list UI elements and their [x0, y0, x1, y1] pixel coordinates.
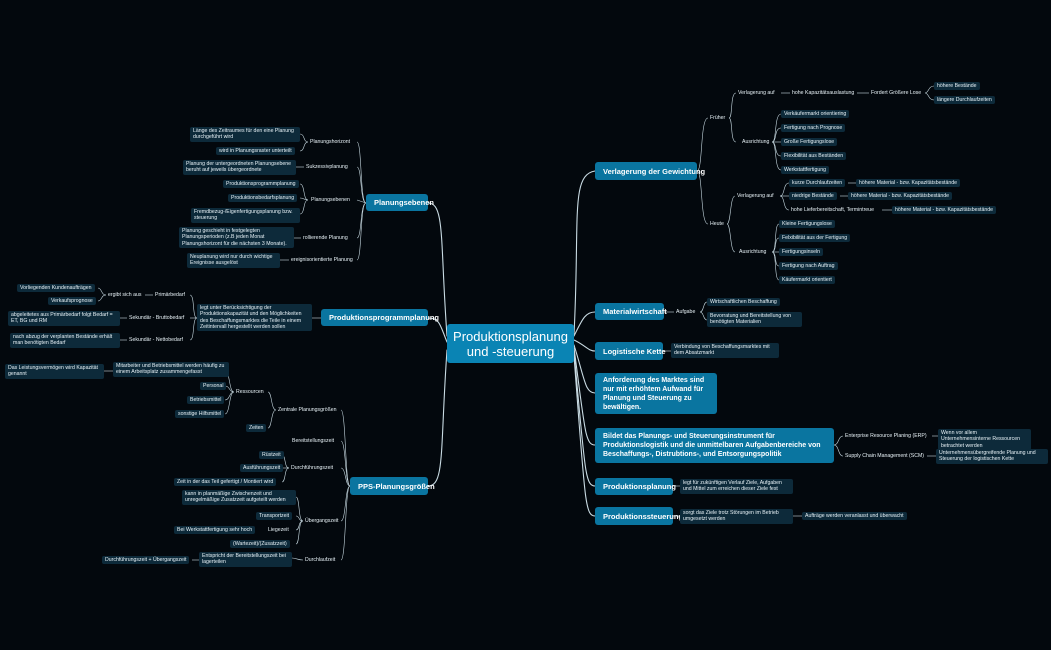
note-hoehere-bestaende[interactable]: höhere Bestände	[934, 82, 980, 91]
note-produktionssteuerung[interactable]: sorgt das Ziele trotz Störungen im Betri…	[680, 509, 793, 524]
note-pe-3[interactable]: Fremdbezug-/Eigenfertigungsplanung bzw. …	[191, 208, 300, 223]
note-hilfsmittel[interactable]: sonstige Hilfsmittel	[175, 410, 225, 419]
note-heute-1[interactable]: Kleine Fertigungslose	[779, 220, 835, 229]
branch-bildet[interactable]: Bildet das Planungs- und Steuerungsinstr…	[595, 428, 834, 463]
note-produktionsplanung[interactable]: legt für zukünftigen Verlauf Ziele, Aufg…	[680, 479, 793, 494]
label-ausrichtung-frueher[interactable]: Ausrichtung	[742, 139, 770, 145]
note-leistungsvermoegen[interactable]: Das Leistungsvermögen wird Kapazität gen…	[5, 364, 104, 379]
note-erp[interactable]: Wenn vor allem Unternehmensinterne Resso…	[938, 429, 1031, 450]
note-ausfuehrungszeit[interactable]: Ausführungszeit	[240, 464, 284, 473]
note-frueher-3[interactable]: Große Fertigungslose	[781, 138, 838, 147]
label-bereitstellungszeit[interactable]: Bereitstellungszeit	[292, 438, 335, 444]
note-programmplanung[interactable]: legt unter Berücksichtigung der Produkti…	[197, 304, 312, 332]
note-niedrige-bestaende[interactable]: niedrige Bestände	[789, 192, 837, 201]
branch-produktionsplanung[interactable]: Produktionsplanung	[595, 478, 676, 495]
label-planungsebenen[interactable]: Planungsebenen	[311, 197, 350, 203]
note-frueher-4[interactable]: Flexibilität aus Beständen	[781, 152, 847, 161]
note-sukzessiv[interactable]: Planung der untergeordneten Planungseben…	[183, 160, 296, 175]
branch-materialwirtschaft[interactable]: Materialwirtschaft	[595, 303, 667, 320]
label-hohe-kapazitaetsauslastung[interactable]: hohe Kapazitätsauslastung	[792, 90, 855, 96]
note-logistische-kette[interactable]: Verbindung von Beschaffungsmarktes mit d…	[671, 343, 779, 358]
note-scm[interactable]: Unternehmensübergreifende Planung und St…	[936, 449, 1048, 464]
branch-produktionsprogrammplanung[interactable]: Produktionsprogrammplanung	[321, 309, 439, 326]
label-hohe-lieferbereitschaft[interactable]: hohe Lieferbereitschaft, Termintreue	[791, 207, 874, 213]
note-wirtschaftliche-beschaffung[interactable]: Wirtschaftlichen Beschaffung	[707, 298, 780, 307]
note-heute-3[interactable]: Fertigungsinseln	[779, 248, 824, 257]
note-hohe-lief-result[interactable]: höhere Material - bzw. Kapazitätsbeständ…	[892, 206, 997, 215]
label-sukzessivplanung[interactable]: Sukzessivplanung	[306, 164, 348, 170]
branch-logistische-kette[interactable]: Logistische Kette	[595, 342, 666, 360]
note-rollierende[interactable]: Planung geschieht in festgelegten Planun…	[179, 227, 294, 248]
note-betriebsmittel[interactable]: Betriebsmittel	[187, 396, 225, 405]
label-liegezeit[interactable]: Liegezeit	[268, 527, 289, 533]
label-ausrichtung-heute[interactable]: Ausrichtung	[739, 249, 767, 255]
note-personal[interactable]: Personal	[200, 382, 227, 391]
note-zeit-teil[interactable]: Zeit in der das Teil gefertigt / Montier…	[174, 478, 277, 487]
label-aufgabe[interactable]: Aufgabe	[676, 309, 696, 315]
label-rollierende-planung[interactable]: rollierende Planung	[303, 235, 348, 241]
note-durchlaufzeit[interactable]: Entspricht der Bereitstellungszeit bei l…	[199, 552, 292, 567]
branch-verlagerung-gewichtung[interactable]: Verlagerung der Gewichtung	[595, 162, 705, 180]
note-uebergangszeit[interactable]: kann in planmäßige Zwischenzeit und unre…	[182, 490, 296, 505]
note-ruestzeit[interactable]: Rüstzeit	[259, 451, 284, 460]
label-ressourcen[interactable]: Ressourcen	[236, 389, 264, 395]
label-verlagerung-auf-frueher[interactable]: Verlagerung auf	[738, 90, 775, 96]
note-zeiten[interactable]: Zeiten	[246, 424, 267, 433]
note-kurze-durchlaufzeiten[interactable]: kurze Durchlaufzeiten	[789, 179, 846, 188]
note-pe-1[interactable]: Produktionsprogrammplanung	[223, 180, 299, 189]
label-ergibt-sich-aus[interactable]: ergibt sich aus	[108, 292, 142, 298]
note-kundenauftraege[interactable]: Vorliegenden Kundenaufträgen	[17, 284, 95, 293]
central-topic[interactable]: Produktionsplanung und -steuerung	[447, 324, 574, 363]
label-verlagerung-auf-heute[interactable]: Verlagerung auf	[737, 193, 774, 199]
branch-planungsebenen[interactable]: Planungsebenen	[366, 194, 434, 211]
label-uebergangszeit[interactable]: Übergangszeit	[305, 518, 339, 524]
note-verkaufsprognose[interactable]: Verkaufsprognose	[48, 297, 96, 306]
label-durchfuehrungszeit[interactable]: Durchführungszeit	[291, 465, 334, 471]
note-werkstattfertigung[interactable]: Bei Werkstattfertigung sehr hoch	[174, 526, 256, 535]
note-frueher-1[interactable]: Verkäufermarkt orientiering	[781, 110, 850, 119]
note-sekundaer-brutto[interactable]: abgeleitetes aus Primärbedarf folgt Beda…	[8, 311, 120, 326]
note-laengere-durchlaufzeiten[interactable]: längere Durchlaufzeiten	[934, 96, 995, 105]
label-planungshorizont[interactable]: Planungshorizont	[310, 139, 351, 145]
label-ereignisorientierte-planung[interactable]: ereignisorientierte Planung	[291, 257, 353, 263]
note-heute-2[interactable]: Felxibilität aus der Fertigung	[779, 234, 851, 243]
note-laenge-zeitraum[interactable]: Länge des Zeitraumes für den eine Planun…	[190, 127, 300, 142]
label-sekundaer-brutto[interactable]: Sekundär - Bruttobedarf	[129, 315, 185, 321]
branch-anforderung[interactable]: Anforderung des Marktes sind nur mit erh…	[595, 373, 717, 414]
label-zentrale-planungsgroessen[interactable]: Zentrale Planungsgrößen	[278, 407, 337, 413]
label-primaerbedarf[interactable]: Primärbedarf	[155, 292, 185, 298]
label-heute[interactable]: Heute	[710, 221, 724, 227]
note-heute-4[interactable]: Fertigung nach Auftrag	[779, 262, 838, 271]
note-pe-2[interactable]: Produktionsbedarfsplanung	[228, 194, 298, 203]
label-frueher[interactable]: Früher	[710, 115, 726, 121]
branch-produktionssteuerung[interactable]: Produktionssteuerung	[595, 507, 683, 525]
note-ereignis[interactable]: Neuplanung wird nur durch wichtige Ereig…	[187, 253, 280, 268]
note-frueher-5[interactable]: Werkstattfertigung	[781, 166, 829, 175]
label-durchlaufzeit[interactable]: Durchlaufzeit	[305, 557, 336, 563]
note-auftraege[interactable]: Aufträge werden veranlasst und überwacht	[802, 512, 907, 521]
label-scm[interactable]: Supply Chain Management (SCM)	[845, 453, 925, 459]
label-sekundaer-netto[interactable]: Sekundär - Nettobedarf	[129, 337, 183, 343]
note-sekundaer-netto[interactable]: nach abzug der verplanten Bestände erhäl…	[10, 333, 120, 348]
note-wartezeit[interactable]: (Wartezeit)/(Zusatzzeit)	[230, 540, 290, 549]
note-kurze-result[interactable]: höhere Material - bzw. Kapazitätsbeständ…	[856, 179, 961, 188]
note-transportzeit[interactable]: Transportzeit	[256, 512, 293, 521]
note-dlz-formel[interactable]: Durchführungszeit + Übergangszeit	[102, 556, 190, 565]
note-frueher-2[interactable]: Fertigung nach Prognose	[781, 124, 846, 133]
note-planungsraster[interactable]: wird in Planungsraster unterteilt	[216, 147, 295, 156]
note-bevorratung[interactable]: Bevorratung und Bereitstellung von benöt…	[707, 312, 802, 327]
label-erp[interactable]: Enterprise Resource Planing (ERP)	[845, 433, 927, 439]
label-fordert-groessere-lose[interactable]: Fordert Größere Lose	[871, 90, 922, 96]
note-niedrige-result[interactable]: höhere Material - bzw. Kapazitätsbeständ…	[848, 192, 953, 201]
note-heute-5[interactable]: Käufermarkt orientiert	[779, 276, 835, 285]
note-ressourcen[interactable]: Mitarbeiter und Betriebsmittel werden hä…	[113, 362, 229, 377]
branch-pps-planungsgroessen[interactable]: PPS-Planungsgrößen	[350, 477, 435, 495]
